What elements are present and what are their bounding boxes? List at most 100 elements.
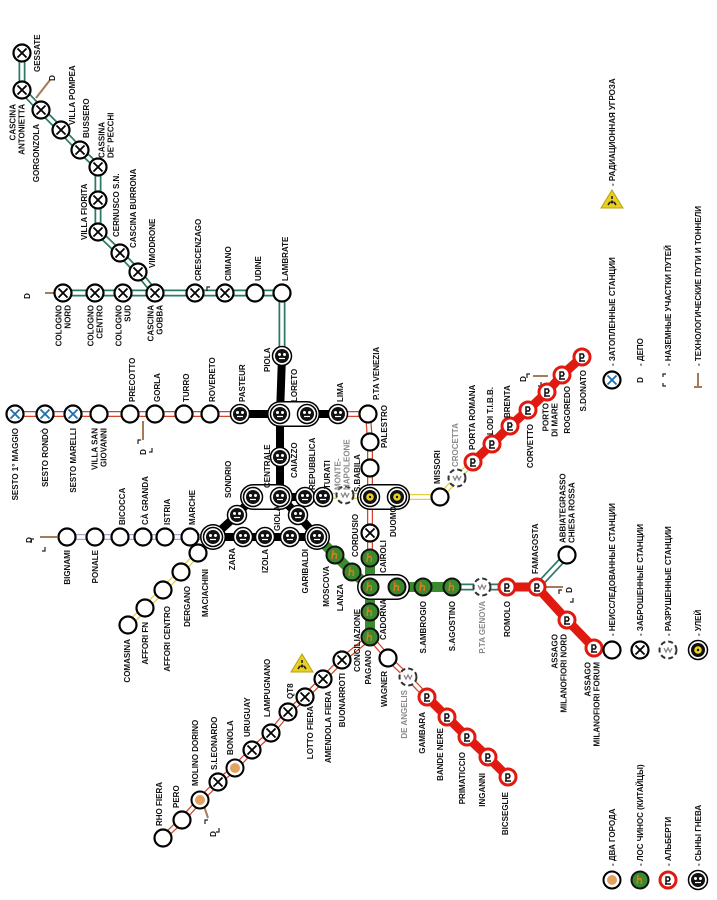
station-gambara[interactable] — [417, 687, 437, 707]
station-s-ambrogio[interactable] — [413, 577, 433, 597]
station-crescenzago[interactable] — [185, 283, 205, 303]
station-abbiategrasso[interactable] — [557, 545, 577, 565]
station-pta-genova[interactable] — [472, 577, 492, 597]
station-missori[interactable] — [430, 487, 450, 507]
station-pero[interactable] — [172, 810, 192, 830]
station-lotto[interactable] — [295, 687, 315, 707]
station-brenta[interactable] — [500, 416, 520, 436]
station-duomo[interactable] — [386, 486, 408, 508]
station-maciachini[interactable] — [188, 543, 208, 563]
station-cologno-nord[interactable] — [53, 283, 73, 303]
station-moscova[interactable] — [325, 545, 345, 565]
station-romolo[interactable] — [497, 577, 517, 597]
station-buonarroti[interactable] — [332, 650, 352, 670]
station-s-leonardo[interactable] — [208, 772, 228, 792]
station-famagosta[interactable] — [527, 577, 547, 597]
station-bicocca[interactable] — [110, 527, 130, 547]
station-sesto-marelli[interactable] — [63, 404, 83, 424]
station-palestro[interactable] — [360, 432, 380, 452]
station-cascina-antonietta[interactable] — [12, 80, 32, 100]
station-istria[interactable] — [155, 527, 175, 547]
station-loreto[interactable] — [269, 403, 291, 425]
station-cimiano[interactable] — [215, 283, 235, 303]
station-ponale[interactable] — [85, 527, 105, 547]
station-gorgonzola[interactable] — [31, 100, 51, 120]
station-bisceglie[interactable] — [498, 767, 518, 787]
station-lanza[interactable] — [342, 562, 362, 582]
station-turati[interactable] — [312, 486, 334, 508]
station-dergano[interactable] — [171, 562, 191, 582]
station-cologno-centro[interactable] — [85, 283, 105, 303]
station-wagner[interactable] — [378, 648, 398, 668]
station-crocetta[interactable] — [447, 468, 467, 488]
station-s-babila[interactable] — [359, 486, 381, 508]
station-rogoredo[interactable] — [552, 365, 572, 385]
station-bignami[interactable] — [57, 527, 77, 547]
station-caiazzo[interactable] — [269, 446, 291, 468]
station-cadorna[interactable] — [360, 577, 380, 597]
station-line1-unnamed[interactable] — [360, 458, 380, 478]
station-cadorna-b[interactable] — [387, 577, 407, 597]
station-pasteur[interactable] — [229, 403, 251, 425]
station-gessate[interactable] — [12, 43, 32, 63]
station-sesto-rondo[interactable] — [35, 404, 55, 424]
station-assago-nord[interactable] — [557, 610, 577, 630]
station-cascina-gobba[interactable] — [145, 283, 165, 303]
station-villa-fiorita[interactable] — [88, 222, 108, 242]
station-villa-pompea[interactable] — [51, 120, 71, 140]
station-cairoli[interactable] — [360, 548, 380, 568]
station-porto-di-mare[interactable] — [537, 382, 557, 402]
station-qt8[interactable] — [278, 702, 298, 722]
station-turro[interactable] — [174, 404, 194, 424]
station-cassina-pecchi[interactable] — [88, 157, 108, 177]
station-amendola[interactable] — [313, 669, 333, 689]
station-assago-forum[interactable] — [584, 638, 604, 658]
station-cernusco[interactable] — [88, 190, 108, 210]
station-uruguay[interactable] — [242, 740, 262, 760]
station-s-agostino[interactable] — [442, 577, 462, 597]
station-corvetto[interactable] — [518, 400, 538, 420]
station-zara-b[interactable] — [232, 526, 254, 548]
station-lodi[interactable] — [482, 434, 502, 454]
station-precotto[interactable] — [120, 404, 140, 424]
station-rho-fiera[interactable] — [153, 828, 173, 848]
station-gioia[interactable] — [287, 504, 309, 526]
station-cascina-burrona[interactable] — [110, 243, 130, 263]
station-pta-venezia[interactable] — [358, 404, 378, 424]
station-isola[interactable] — [254, 526, 276, 548]
station-porta-romana[interactable] — [463, 452, 483, 472]
station-affori-centro[interactable] — [153, 580, 173, 600]
station-vimodrone[interactable] — [128, 262, 148, 282]
station-sondrio[interactable] — [226, 504, 248, 526]
station-bande-nere[interactable] — [437, 707, 457, 727]
station-s-donato[interactable] — [572, 347, 592, 367]
station-repubblica[interactable] — [294, 486, 316, 508]
station-conciliazione[interactable] — [360, 602, 380, 622]
station-primaticcio[interactable] — [457, 727, 477, 747]
station-udine[interactable] — [245, 283, 265, 303]
station-lampugnano[interactable] — [261, 723, 281, 743]
station-pagano[interactable] — [360, 627, 380, 647]
station-rovereto[interactable] — [200, 404, 220, 424]
station-centrale[interactable] — [242, 486, 264, 508]
station-gorla[interactable] — [145, 404, 165, 424]
station-lambrate[interactable] — [272, 283, 292, 303]
station-montenapoleone[interactable] — [335, 485, 355, 505]
station-affori-fn[interactable] — [135, 598, 155, 618]
station-de-angelis[interactable] — [398, 667, 418, 687]
station-ca-granda[interactable] — [133, 527, 153, 547]
station-isola-b[interactable] — [279, 526, 301, 548]
station-loreto-b[interactable] — [296, 403, 318, 425]
station-bonola[interactable] — [225, 758, 245, 778]
station-cologno-sud[interactable] — [113, 283, 133, 303]
station-molino-dorino[interactable] — [190, 790, 210, 810]
station-marche[interactable] — [180, 527, 200, 547]
station-lima[interactable] — [327, 403, 349, 425]
station-piola[interactable] — [271, 345, 293, 367]
station-cordusio[interactable] — [360, 523, 380, 543]
station-garibaldi[interactable] — [306, 526, 328, 548]
station-bussero[interactable] — [70, 140, 90, 160]
station-sesto1[interactable] — [5, 404, 25, 424]
station-centrale-b[interactable] — [269, 486, 291, 508]
station-comasina[interactable] — [118, 615, 138, 635]
